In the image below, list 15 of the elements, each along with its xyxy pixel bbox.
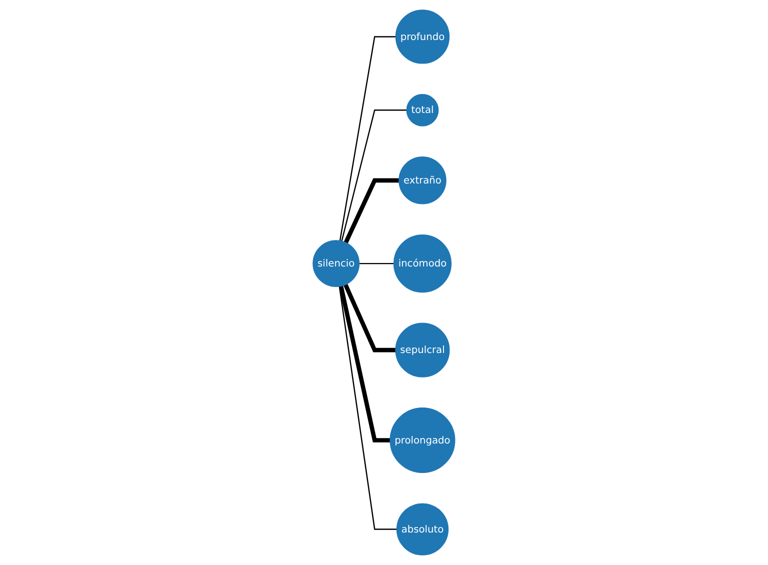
node-circle: absoluto bbox=[396, 503, 449, 556]
connector bbox=[339, 36, 396, 241]
node-circle: profundo bbox=[395, 10, 450, 64]
connector bbox=[359, 262, 394, 264]
connector bbox=[344, 284, 396, 352]
node-circle: silencio bbox=[312, 240, 360, 288]
connector bbox=[338, 286, 390, 442]
node-circle: total bbox=[406, 94, 439, 126]
connector bbox=[338, 286, 397, 530]
node-circle: incómodo bbox=[393, 234, 452, 293]
connector bbox=[341, 110, 407, 242]
node-circle: extraño bbox=[398, 156, 446, 204]
node-circle: sepulcral bbox=[395, 322, 450, 378]
node-circle: prolongado bbox=[390, 408, 456, 474]
connector bbox=[344, 178, 399, 244]
